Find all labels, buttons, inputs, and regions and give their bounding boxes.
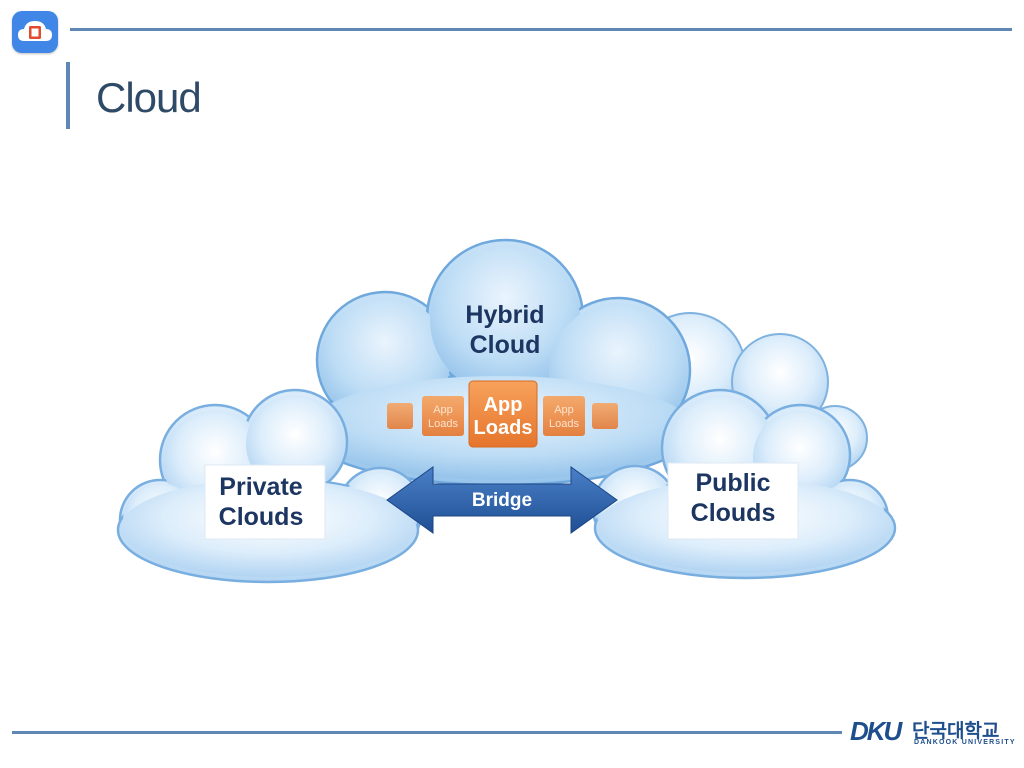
app-loads-right-line2: Loads xyxy=(549,418,579,430)
bridge-label: Bridge xyxy=(472,490,532,511)
app-loads-right-line1: App xyxy=(554,404,574,416)
public-label-box xyxy=(667,462,799,540)
university-logo: DKU 단국대학교 DANKOOK UNIVERSITY xyxy=(850,716,1018,750)
app-loads-main-block xyxy=(468,380,538,448)
app-loads-main-line2: Loads xyxy=(474,417,533,439)
private-label-box xyxy=(204,464,326,540)
hybrid-label-line2: Cloud xyxy=(470,331,541,359)
top-rule xyxy=(70,28,1012,31)
bridge-arrow xyxy=(386,466,618,534)
small-load-block-right xyxy=(592,403,618,429)
small-load-block-left xyxy=(387,403,413,429)
logo-korean-text: 단국대학교 xyxy=(912,720,1000,742)
logo-mark: DKU xyxy=(850,716,902,746)
app-loads-row: App Loads App Loads App Loads xyxy=(387,380,618,448)
logo-english-text: DANKOOK UNIVERSITY xyxy=(914,739,1016,746)
bottom-rule xyxy=(12,731,842,734)
title-accent-bar xyxy=(66,62,70,129)
app-loads-left-line1: App xyxy=(433,404,453,416)
private-label-line2: Clouds xyxy=(219,503,304,531)
app-loads-main-line1: App xyxy=(484,394,523,416)
public-label-line2: Clouds xyxy=(691,499,776,527)
private-label-line1: Private xyxy=(219,473,302,501)
app-loads-left-block xyxy=(422,396,464,436)
app-loads-right-block xyxy=(543,396,585,436)
slide-title: Cloud xyxy=(96,74,202,121)
hybrid-label-line1: Hybrid xyxy=(465,301,544,329)
app-loads-left-line2: Loads xyxy=(428,418,458,430)
cloud-app-icon xyxy=(12,11,58,53)
public-label-line1: Public xyxy=(695,469,770,497)
